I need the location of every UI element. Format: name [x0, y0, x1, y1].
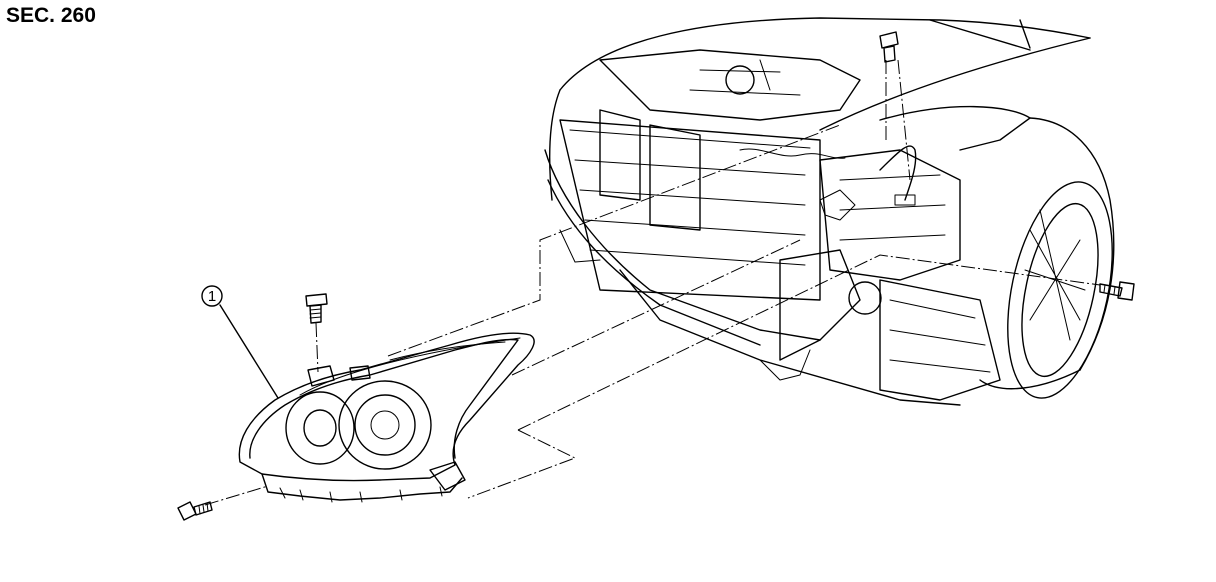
assembly-guide-lines	[204, 59, 1101, 506]
headlamp-assembly-illustration	[238, 332, 535, 503]
mounting-bolt-fender	[1099, 281, 1135, 301]
mounting-bolt-side-headlamp	[177, 501, 213, 521]
mounting-bolt-top-headlamp	[305, 293, 328, 324]
vehicle-front-end-illustration	[544, 17, 1115, 406]
mounting-bolt-top-vehicle	[879, 31, 899, 63]
section-label: SEC. 260	[6, 4, 96, 27]
callout-1-number: 1	[208, 288, 216, 305]
callout-1: 1	[201, 285, 279, 399]
